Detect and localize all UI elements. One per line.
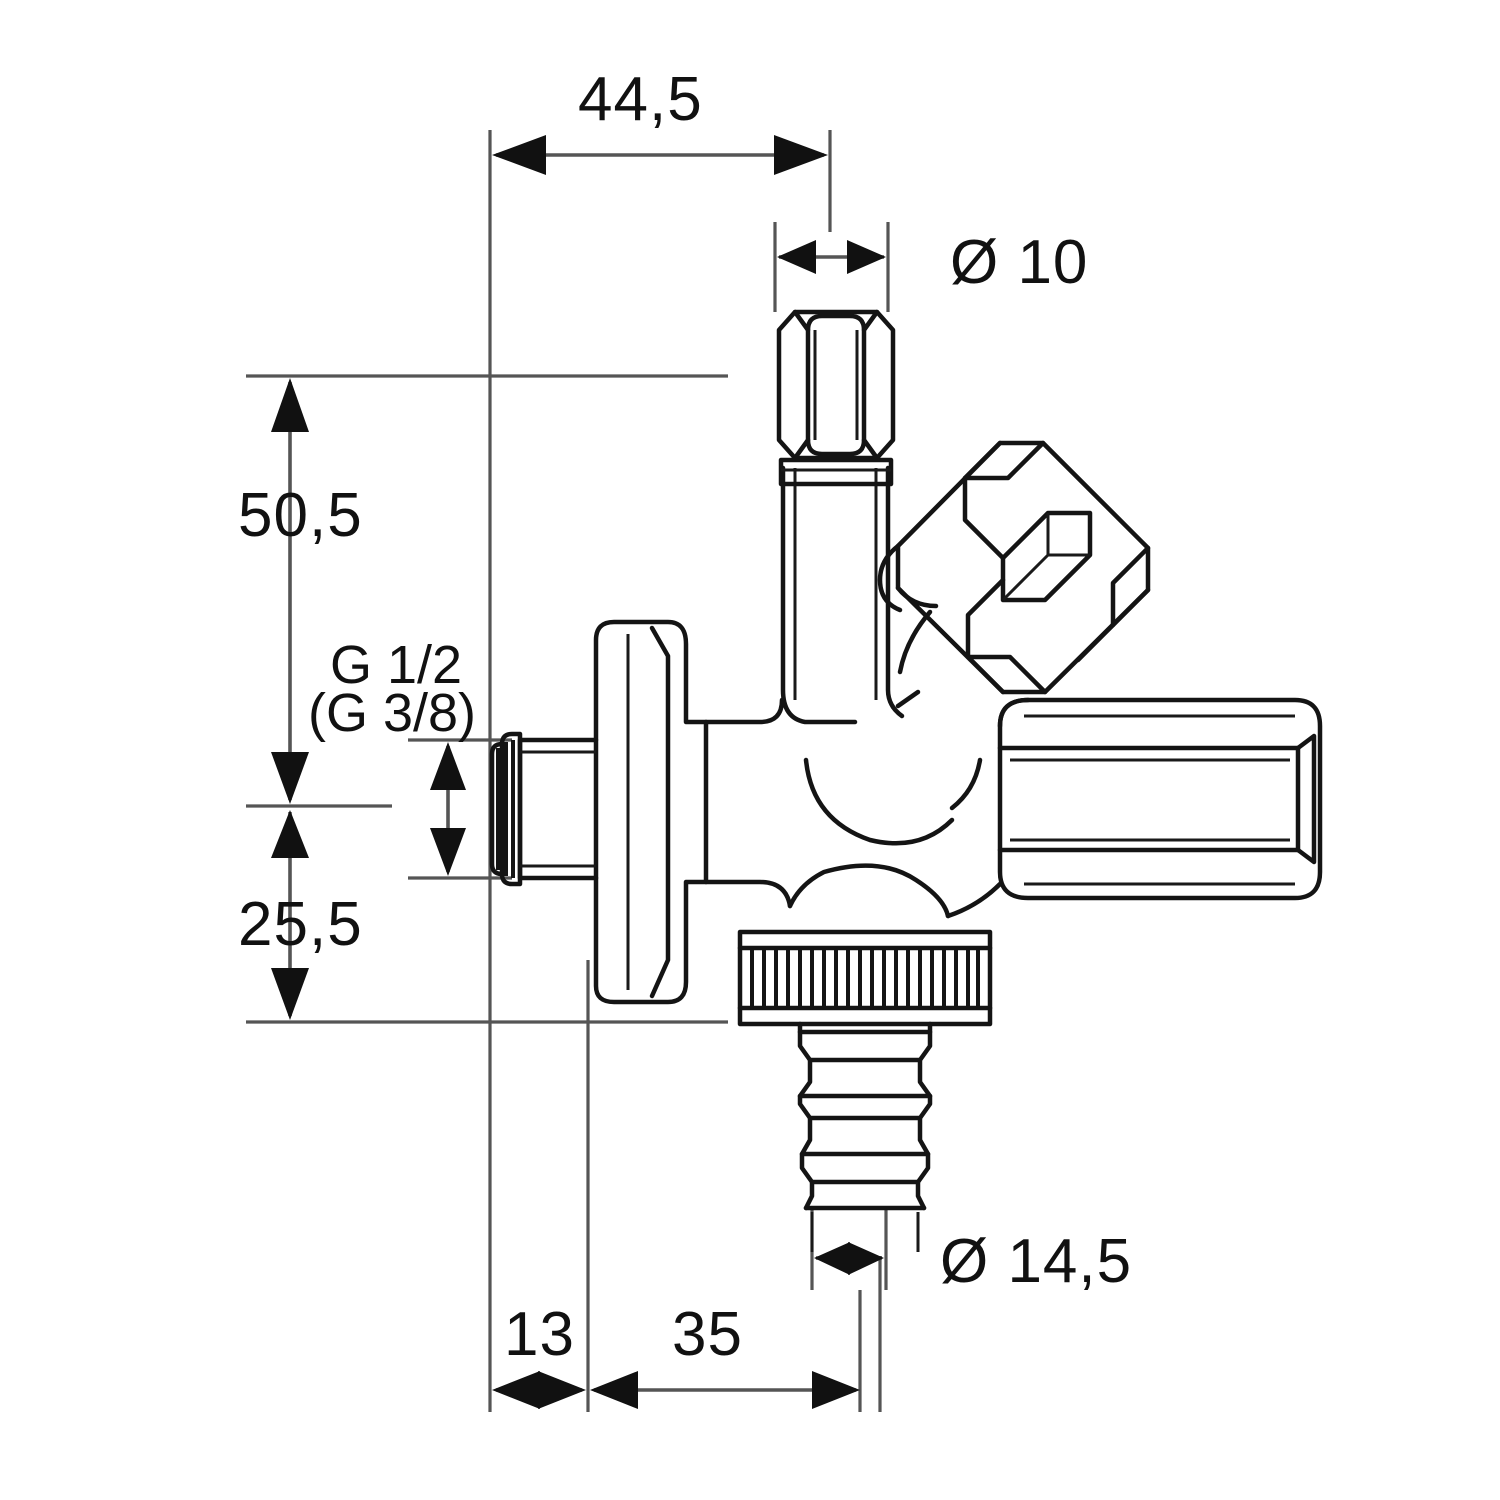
dim-left-upper-height-label: 50,5 — [238, 481, 363, 550]
dimension-lines — [271, 135, 886, 1409]
dim-bottom-mid-width-label: 35 — [672, 1300, 743, 1369]
hose-barb — [797, 1021, 933, 1252]
dim-left-lower-height-label: 25,5 — [238, 890, 363, 959]
thread-label-line2: (G 3/8) — [308, 683, 476, 743]
vertical-inlet-pipe — [780, 465, 905, 725]
dimension-labels: 44,5 Ø 10 50,5 G 1/2 (G 3/8) 25,5 13 35 … — [238, 65, 1132, 1369]
knurled-ring — [737, 929, 993, 1027]
dim-bottom-left-width-label: 13 — [504, 1300, 575, 1369]
valve-body — [703, 609, 1003, 919]
dim-top-width-label: 44,5 — [578, 65, 703, 134]
threaded-nipple — [489, 731, 596, 887]
top-hex-nut — [776, 309, 896, 487]
diagonal-outlet-nut — [877, 440, 1151, 695]
extension-lines — [246, 130, 890, 1412]
thread-label-line1: G 1/2 — [330, 635, 462, 695]
dim-bottom-diameter-label: Ø 14,5 — [940, 1227, 1132, 1296]
right-outlet-nut — [997, 697, 1323, 901]
dim-top-diameter-label: Ø 10 — [950, 228, 1088, 297]
handle-wheel — [517, 619, 709, 1005]
